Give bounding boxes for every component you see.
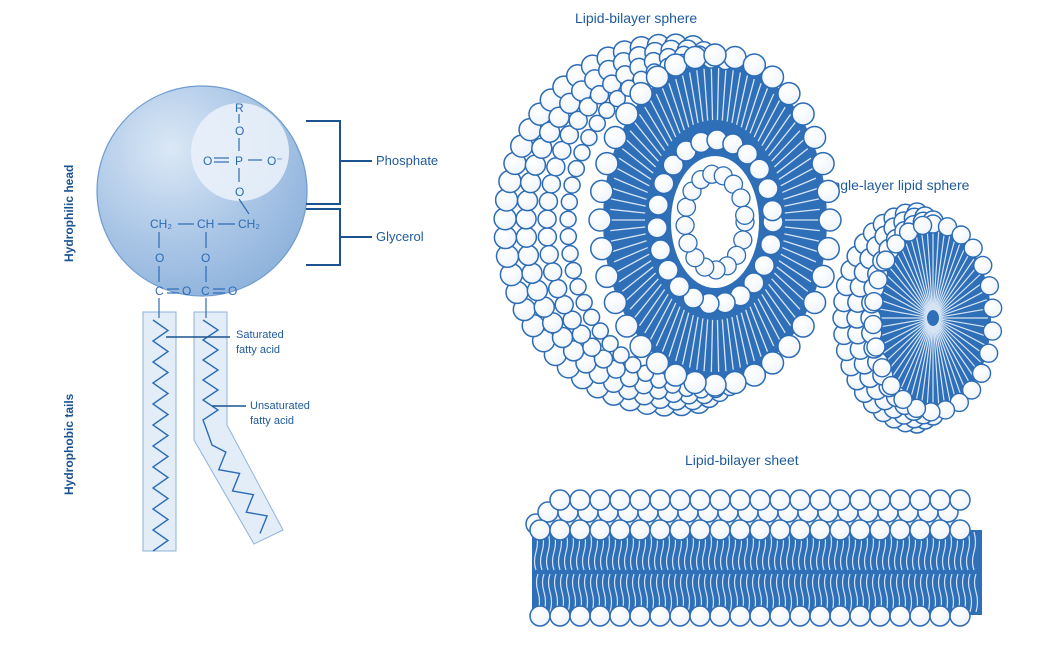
svg-text:CH₂: CH₂ (238, 217, 260, 231)
svg-text:CH₂: CH₂ (150, 217, 172, 231)
hydrophilic-head-label: Hydrophilic head (62, 165, 76, 262)
phosphate-highlight (191, 103, 289, 201)
bilayer-sheet-title: Lipid-bilayer sheet (685, 452, 799, 468)
unsaturated-label-1: Unsaturated (250, 400, 310, 412)
svg-text:O: O (155, 251, 164, 265)
svg-text:O: O (203, 154, 212, 168)
svg-text:O: O (235, 185, 244, 199)
lipid-bilayer-sheet (525, 489, 982, 627)
saturated-tail (142, 311, 177, 552)
svg-text:C: C (155, 284, 164, 298)
single-layer-sphere-title: Single-layer lipid sphere (820, 177, 970, 193)
hydrophobic-tails-label: Hydrophobic tails (62, 393, 76, 495)
unsaturated-label-2: fatty acid (250, 415, 294, 427)
saturated-label-2: fatty acid (236, 344, 280, 356)
svg-text:O: O (182, 284, 191, 298)
saturated-label-1: Saturated (236, 329, 284, 341)
svg-text:O: O (228, 284, 237, 298)
phospholipid-molecule: R O O P O⁻ O CH₂ CH CH₂ O O C (62, 85, 438, 552)
svg-text:CH: CH (197, 217, 214, 231)
single-layer-lipid-sphere (832, 202, 1003, 434)
r-group: R (235, 101, 244, 115)
glycerol-bracket (306, 208, 372, 266)
bilayer-sphere-title: Lipid-bilayer sphere (575, 10, 697, 26)
phosphorus: P (235, 154, 243, 168)
chemical-structure: R O O P O⁻ O CH₂ CH CH₂ O O C (150, 101, 283, 318)
phosphate-label: Phosphate (376, 153, 438, 168)
lipid-bilayer-sphere (493, 30, 842, 417)
svg-text:C: C (201, 284, 210, 298)
glycerol-label: Glycerol (376, 229, 424, 244)
svg-text:O⁻: O⁻ (267, 154, 283, 168)
phosphate-bracket (306, 120, 372, 205)
svg-text:O: O (235, 124, 244, 138)
unsaturated-tail (193, 311, 284, 545)
svg-text:O: O (201, 251, 210, 265)
